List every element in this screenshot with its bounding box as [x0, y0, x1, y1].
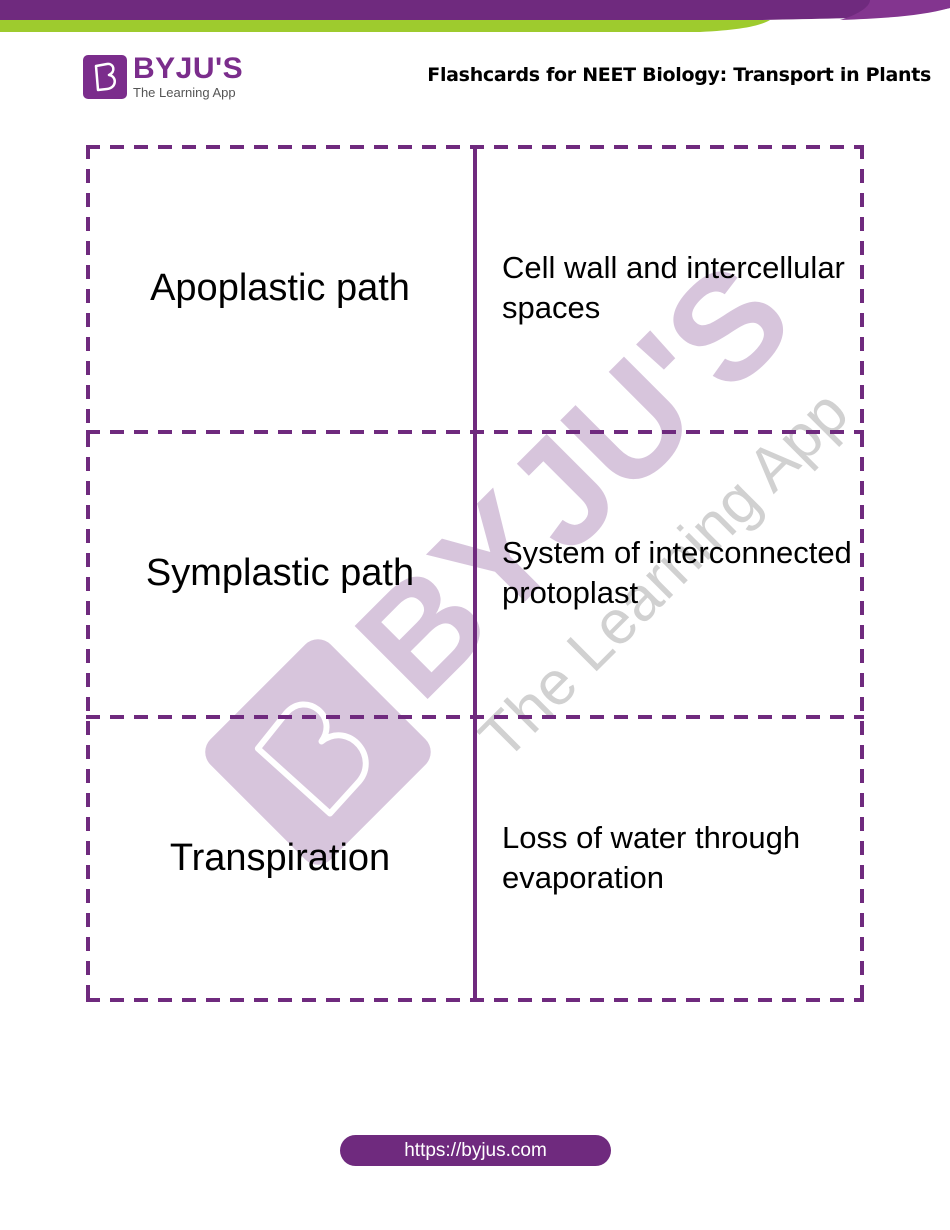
flashcard-term: Symplastic path — [145, 551, 415, 594]
dashed-divider — [860, 145, 864, 1002]
flashcard-definition: Loss of water through evaporation — [502, 820, 801, 895]
flashcard: Transpiration Loss of water through evap… — [86, 715, 864, 1001]
footer-url-link[interactable]: https://byjus.com — [340, 1135, 611, 1166]
flashcard: Apoplastic path Cell wall and intercellu… — [86, 145, 864, 431]
flashcard: Symplastic path System of interconnected… — [86, 430, 864, 716]
brand-tagline: The Learning App — [133, 85, 236, 100]
flashcard-term: Transpiration — [169, 836, 391, 879]
flashcard-definition: Cell wall and intercellular spaces — [502, 250, 845, 325]
header-banner — [0, 0, 950, 32]
flashcard-grid: Apoplastic path Cell wall and intercellu… — [86, 145, 864, 1002]
flashcard-definition: System of interconnected protoplast — [502, 535, 852, 610]
dashed-divider — [86, 145, 90, 1002]
fold-line — [473, 145, 477, 1002]
flashcard-term: Apoplastic path — [150, 266, 410, 309]
brand-logo-icon — [83, 55, 127, 99]
brand-name: BYJU'S — [133, 52, 244, 85]
brand-logo: BYJU'S The Learning App — [83, 52, 253, 103]
page-title: Flashcards for NEET Biology: Transport i… — [427, 64, 931, 86]
